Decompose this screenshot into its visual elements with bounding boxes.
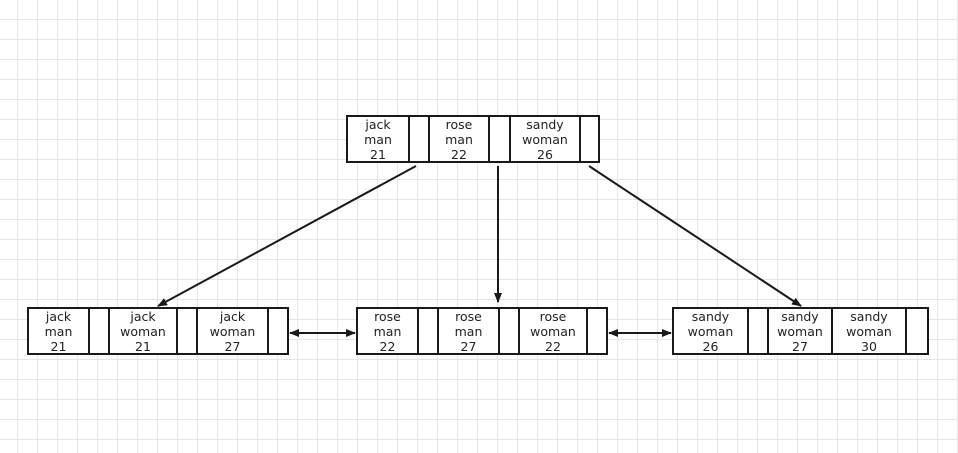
leaf3-pointer-1 [749, 309, 769, 353]
edge-root-to-leaf3 [588, 165, 802, 307]
root-key-3: sandy woman 26 [511, 116, 581, 162]
key-gender: woman [777, 323, 823, 339]
leaf2-key-1: rose man 22 [358, 308, 419, 354]
key-age: 22 [545, 338, 561, 354]
key-name: jack [45, 308, 72, 324]
key-gender: man [364, 131, 392, 147]
root-node: jack man 21 rose man 22 sandy woman 26 [346, 115, 600, 163]
key-age: 27 [224, 338, 241, 354]
leaf-node-1: jack man 21 jack woman 21 jack woman 27 [27, 307, 289, 355]
key-gender: woman [522, 131, 568, 147]
key-name: sandy [850, 308, 888, 324]
key-gender: woman [120, 323, 166, 339]
root-pointer-1 [410, 117, 430, 161]
leaf2-pointer-3 [588, 309, 606, 353]
leaf2-pointer-1 [419, 309, 439, 353]
leaf1-key-2: jack woman 21 [110, 308, 178, 354]
root-key-2: rose man 22 [430, 116, 490, 162]
root-pointer-3 [581, 117, 598, 161]
key-age: 21 [50, 338, 67, 354]
key-name: rose [445, 116, 473, 132]
leaf1-key-3: jack woman 27 [198, 308, 269, 354]
key-gender: man [454, 323, 483, 339]
key-name: jack [219, 308, 246, 324]
key-age: 21 [135, 338, 151, 354]
leaf3-pointer-3 [907, 309, 927, 353]
key-gender: woman [846, 323, 892, 339]
leaf3-key-3: sandy woman 30 [833, 308, 907, 354]
key-gender: woman [687, 323, 734, 339]
leaf1-pointer-3 [269, 309, 287, 353]
key-age: 22 [451, 146, 467, 162]
leaf3-key-2: sandy woman 27 [769, 308, 833, 354]
leaf1-pointer-2 [178, 309, 198, 353]
key-name: sandy [691, 308, 730, 324]
key-name: sandy [781, 308, 819, 324]
leaf-node-3: sandy woman 26 sandy woman 27 sandy woma… [672, 307, 929, 355]
root-pointer-2 [490, 117, 511, 161]
key-name: rose [374, 308, 401, 324]
key-age: 21 [370, 146, 386, 162]
root-key-1: jack man 21 [348, 116, 410, 162]
key-name: jack [365, 116, 391, 132]
key-age: 30 [861, 338, 877, 354]
key-name: rose [455, 308, 482, 324]
leaf3-key-1: sandy woman 26 [674, 308, 749, 354]
key-age: 27 [460, 338, 477, 354]
key-name: jack [130, 308, 156, 324]
leaf-node-2: rose man 22 rose man 27 rose woman 22 [356, 307, 608, 355]
key-gender: man [445, 131, 473, 147]
key-gender: man [373, 323, 402, 339]
leaf1-key-1: jack man 21 [29, 308, 90, 354]
key-name: sandy [526, 116, 564, 132]
key-age: 26 [702, 338, 719, 354]
key-age: 27 [792, 338, 808, 354]
key-age: 22 [379, 338, 396, 354]
key-gender: man [44, 323, 73, 339]
leaf2-key-3: rose woman 22 [520, 308, 588, 354]
leaf2-key-2: rose man 27 [439, 308, 500, 354]
edge-root-to-leaf1 [157, 165, 417, 307]
key-age: 26 [537, 146, 553, 162]
key-name: rose [539, 308, 567, 324]
key-gender: woman [530, 323, 576, 339]
leaf1-pointer-1 [90, 309, 110, 353]
leaf2-pointer-2 [500, 309, 520, 353]
key-gender: woman [209, 323, 256, 339]
